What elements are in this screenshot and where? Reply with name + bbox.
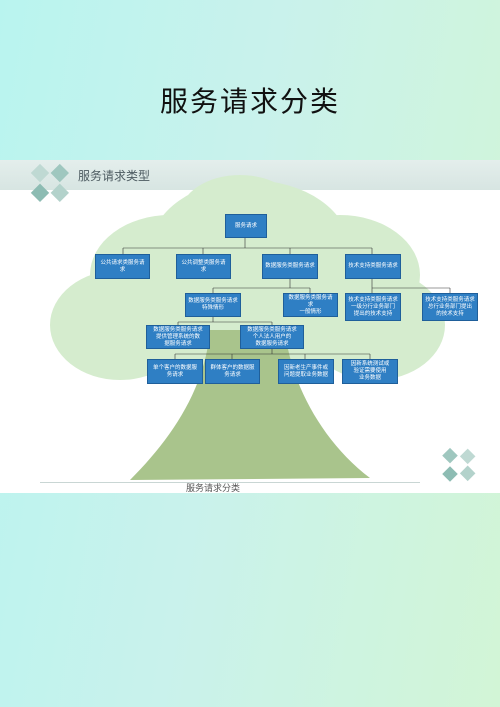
node-root: 服务请求 — [225, 214, 267, 238]
node-l1-tech-support: 技术支持类服务请求 — [345, 254, 401, 279]
node-l4-single-customer: 单个客户的数据服 务请求 — [147, 359, 203, 384]
slide-header-title: 服务请求类型 — [78, 169, 151, 183]
node-l3-personal-corporate: 数据服务类服务请求 个人法人用户的 数据服务请求 — [240, 325, 304, 349]
node-l4-system-test: 因新系统测试或 验证需要使用 业务数据 — [342, 359, 398, 384]
node-l4-production-event: 因新老生产事件或 问题提取业务数据 — [278, 359, 334, 384]
tree-trunk — [130, 330, 370, 480]
page-title: 服务请求分类 — [159, 85, 340, 118]
node-l2-tech-branch: 技术支持类服务请求 一级分行业务部门 提出的技术支持 — [345, 293, 401, 321]
slide-footer: 服务请求分类 — [186, 484, 241, 494]
node-l2-tech-head-office: 技术支持类服务请求 总行业务部门提出 的技术支持 — [422, 293, 478, 321]
slide: 服务请求类型 服务请求 公共请求类服务请求 公共调整类服务请求 数据服务类服务请… — [0, 160, 500, 494]
connector-lines — [122, 238, 451, 359]
node-l2-data-special: 数据服务类服务请求 特殊情形 — [185, 293, 241, 317]
decor-layer — [30, 163, 476, 482]
node-l3-mgmt-system: 数据服务类服务请求 提供管理系统的数 据服务请求 — [146, 325, 210, 349]
tree-canopy — [50, 175, 445, 380]
node-l4-group-customer: 群体客户的数据服 务请求 — [205, 359, 260, 384]
node-l2-data-general: 数据服务类服务请求 一般情形 — [283, 293, 338, 317]
diamond-logo-corner-icon — [442, 447, 476, 482]
diamond-logo-icon — [30, 163, 69, 203]
node-l1-data-service: 数据服务类服务请求 — [262, 254, 318, 279]
node-l1-public-adjust: 公共调整类服务请求 — [176, 254, 231, 279]
node-l1-public-request: 公共请求类服务请求 — [95, 254, 150, 279]
footer-divider — [40, 482, 420, 483]
